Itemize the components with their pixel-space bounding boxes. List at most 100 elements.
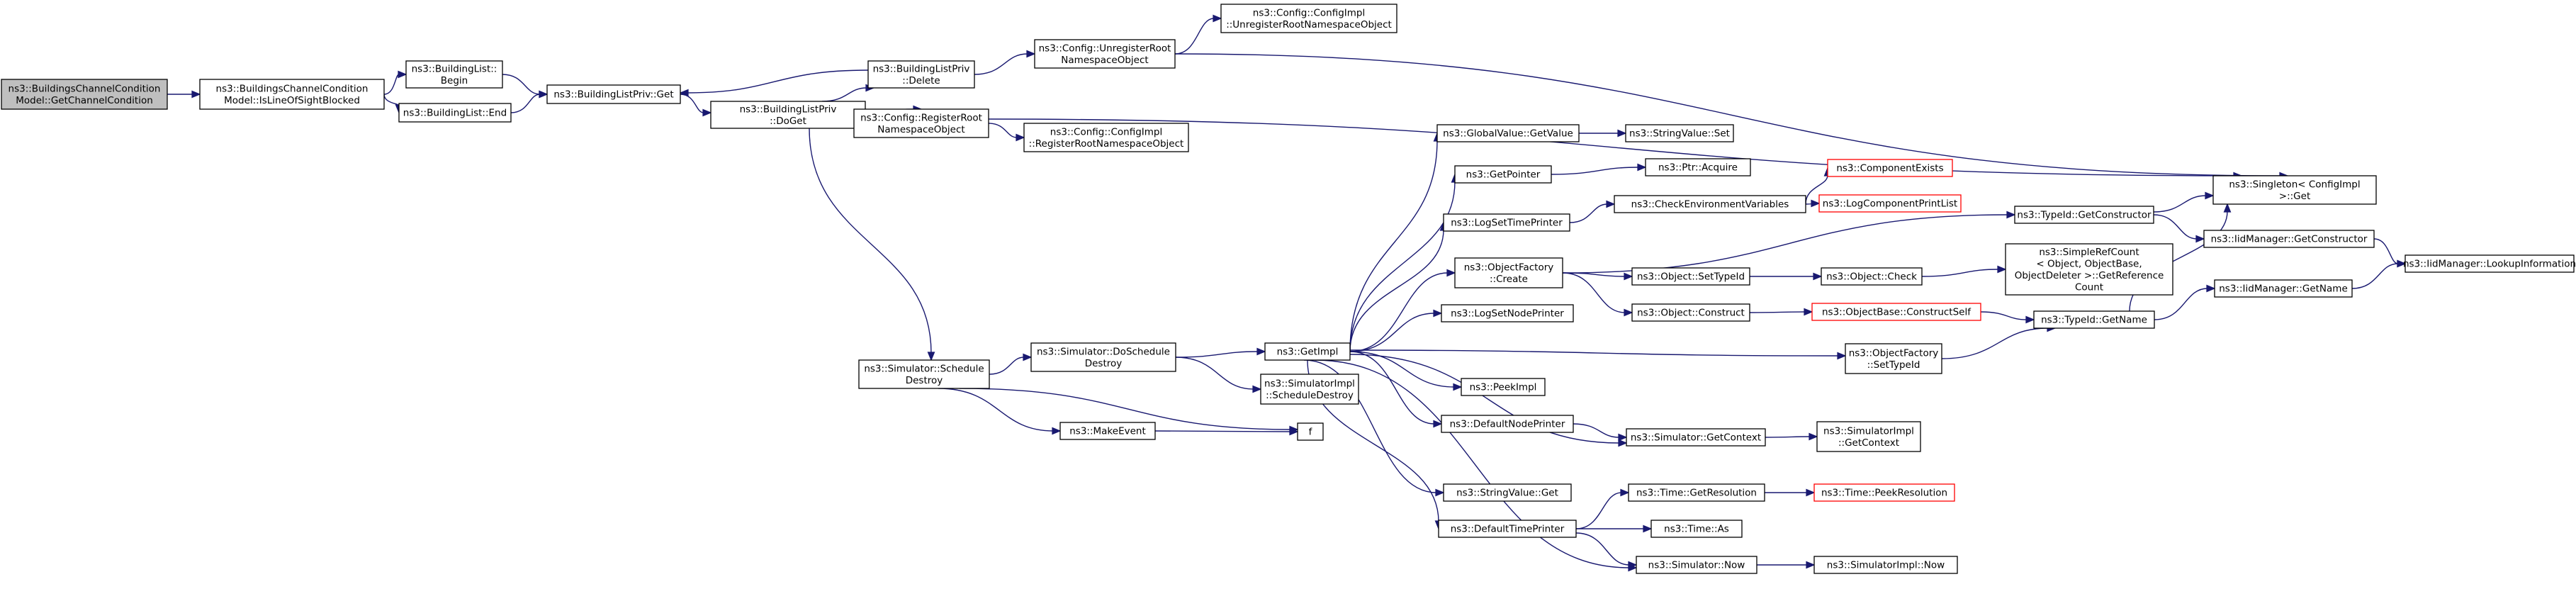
graph-node-n23[interactable]: ns3::ComponentExists: [1827, 159, 1953, 177]
graph-node-n25[interactable]: ns3::ObjectFactory::Create: [1454, 257, 1563, 288]
graph-node-n6[interactable]: ns3::BuildingListPriv::DoGet: [710, 101, 866, 129]
node-box[interactable]: [1034, 39, 1176, 69]
node-box[interactable]: [2014, 206, 2154, 224]
node-box[interactable]: [1023, 123, 1189, 152]
node-box[interactable]: [1816, 421, 1921, 452]
node-box[interactable]: [1438, 520, 1577, 538]
node-box[interactable]: [1631, 267, 1750, 286]
node-box[interactable]: [1811, 303, 1981, 321]
node-box[interactable]: [546, 84, 681, 104]
graph-node-n8[interactable]: ns3::Config::ConfigImpl::UnregisterRootN…: [1220, 4, 1397, 33]
node-box[interactable]: [1030, 342, 1176, 372]
node-box[interactable]: [710, 101, 866, 129]
graph-node-n11[interactable]: ns3::Simulator::ScheduleDestroy: [858, 359, 990, 389]
graph-node-n18[interactable]: ns3::StringValue::Set: [1625, 124, 1734, 142]
node-box[interactable]: [1059, 422, 1156, 440]
node-box[interactable]: [1436, 124, 1580, 142]
graph-node-n13[interactable]: ns3::MakeEvent: [1059, 422, 1156, 440]
graph-node-n14[interactable]: ns3::GetImpl: [1264, 342, 1351, 361]
graph-node-n30[interactable]: ns3::ObjectBase::ConstructSelf: [1811, 303, 1981, 321]
node-box[interactable]: [858, 359, 990, 389]
node-box[interactable]: [1454, 165, 1552, 184]
graph-node-n10[interactable]: ns3::Config::ConfigImpl::RegisterRootNam…: [1023, 123, 1189, 152]
node-box[interactable]: [1845, 343, 1942, 374]
node-box[interactable]: [1461, 378, 1546, 396]
node-box[interactable]: [1, 79, 168, 110]
node-box[interactable]: [1264, 342, 1351, 361]
node-box[interactable]: [1454, 257, 1563, 288]
graph-node-n0[interactable]: ns3::BuildingsChannelConditionModel::Get…: [1, 79, 168, 110]
node-box[interactable]: [1260, 374, 1359, 405]
graph-node-n34[interactable]: ns3::IidManager::LookupInformation: [2403, 254, 2576, 273]
graph-node-n21[interactable]: ns3::LogSetTimePrinter: [1443, 213, 1570, 232]
graph-node-n39[interactable]: ns3::PeekImpl: [1461, 378, 1546, 396]
node-box[interactable]: [1631, 303, 1750, 322]
graph-node-n24[interactable]: ns3::LogComponentPrintList: [1818, 194, 1962, 213]
node-box[interactable]: [2212, 175, 2377, 205]
node-box[interactable]: [1626, 428, 1766, 447]
node-box[interactable]: [1636, 556, 1757, 574]
graph-node-n44[interactable]: ns3::DefaultTimePrinter: [1438, 520, 1577, 538]
graph-node-n9[interactable]: ns3::Config::RegisterRootNamespaceObject: [853, 108, 989, 138]
graph-node-n36[interactable]: ns3::IidManager::GetName: [2214, 279, 2353, 298]
graph-node-n48[interactable]: ns3::Simulator::Now: [1636, 556, 1757, 574]
graph-node-n42[interactable]: ns3::SimulatorImpl::GetContext: [1816, 421, 1921, 452]
node-box[interactable]: [1645, 158, 1751, 176]
node-box[interactable]: [1818, 194, 1962, 213]
node-box[interactable]: [1821, 267, 1923, 286]
graph-node-n4[interactable]: ns3::BuildingListPriv::Get: [546, 84, 681, 104]
graph-node-n15[interactable]: ns3::SimulatorImpl::ScheduleDestroy: [1260, 374, 1359, 405]
node-box[interactable]: [405, 60, 503, 89]
node-box[interactable]: [1625, 124, 1734, 142]
graph-node-n19[interactable]: ns3::GetPointer: [1454, 165, 1552, 184]
node-box[interactable]: [1813, 483, 1955, 502]
graph-node-n43[interactable]: ns3::StringValue::Get: [1443, 483, 1572, 502]
node-box[interactable]: [2033, 310, 2155, 329]
node-box[interactable]: [2405, 254, 2575, 273]
node-box[interactable]: [867, 60, 975, 89]
node-box[interactable]: [1297, 422, 1324, 441]
graph-node-n32[interactable]: ns3::Singleton< ConfigImpl>::Get: [2212, 175, 2377, 205]
graph-node-n2[interactable]: ns3::BuildingList::Begin: [405, 60, 503, 89]
graph-node-n49[interactable]: ns3::SimulatorImpl::Now: [1813, 556, 1958, 574]
node-box[interactable]: [2005, 243, 2173, 296]
node-box[interactable]: [398, 103, 512, 123]
node-box[interactable]: [1443, 213, 1570, 232]
node-box[interactable]: [1614, 195, 1806, 213]
graph-node-n27[interactable]: ns3::Object::Check: [1821, 267, 1923, 286]
graph-node-n3[interactable]: ns3::BuildingList::End: [398, 103, 512, 123]
graph-node-n37[interactable]: ns3::LogSetNodePrinter: [1441, 304, 1574, 322]
graph-node-n35[interactable]: ns3::TypeId::GetName: [2033, 310, 2155, 329]
graph-node-n28[interactable]: ns3::SimpleRefCount< Object, ObjectBase,…: [2005, 243, 2173, 296]
node-box[interactable]: [1441, 304, 1574, 322]
graph-node-n45[interactable]: ns3::Time::GetResolution: [1628, 483, 1765, 502]
node-box[interactable]: [1813, 556, 1958, 574]
node-box[interactable]: [1441, 415, 1574, 433]
node-box[interactable]: [1650, 520, 1743, 538]
graph-node-n16[interactable]: f: [1297, 422, 1324, 441]
graph-node-n46[interactable]: ns3::Time::PeekResolution: [1813, 483, 1955, 502]
graph-node-n40[interactable]: ns3::DefaultNodePrinter: [1441, 415, 1574, 433]
graph-node-n17[interactable]: ns3::GlobalValue::GetValue: [1436, 124, 1580, 142]
graph-node-n41[interactable]: ns3::Simulator::GetContext: [1626, 428, 1766, 447]
graph-node-n38[interactable]: ns3::ObjectFactory::SetTypeId: [1845, 343, 1942, 374]
node-box[interactable]: [1443, 483, 1572, 502]
graph-node-n33[interactable]: ns3::IidManager::GetConstructor: [2203, 230, 2375, 248]
graph-node-n22[interactable]: ns3::CheckEnvironmentVariables: [1614, 195, 1806, 213]
graph-node-n47[interactable]: ns3::Time::As: [1650, 520, 1743, 538]
graph-node-n20[interactable]: ns3::Ptr::Acquire: [1645, 158, 1751, 176]
node-box[interactable]: [2203, 230, 2375, 248]
node-box[interactable]: [1628, 483, 1765, 502]
node-box[interactable]: [853, 108, 989, 138]
graph-node-n7[interactable]: ns3::Config::UnregisterRootNamespaceObje…: [1034, 39, 1176, 69]
node-box[interactable]: [199, 79, 385, 110]
graph-node-n1[interactable]: ns3::BuildingsChannelConditionModel::IsL…: [199, 79, 385, 110]
node-box[interactable]: [1220, 4, 1397, 33]
node-box[interactable]: [2214, 279, 2353, 298]
graph-node-n29[interactable]: ns3::Object::Construct: [1631, 303, 1750, 322]
graph-node-n31[interactable]: ns3::TypeId::GetConstructor: [2014, 206, 2154, 224]
graph-node-n26[interactable]: ns3::Object::SetTypeId: [1631, 267, 1750, 286]
node-box[interactable]: [1827, 159, 1953, 177]
graph-node-n5[interactable]: ns3::BuildingListPriv::Delete: [867, 60, 975, 89]
